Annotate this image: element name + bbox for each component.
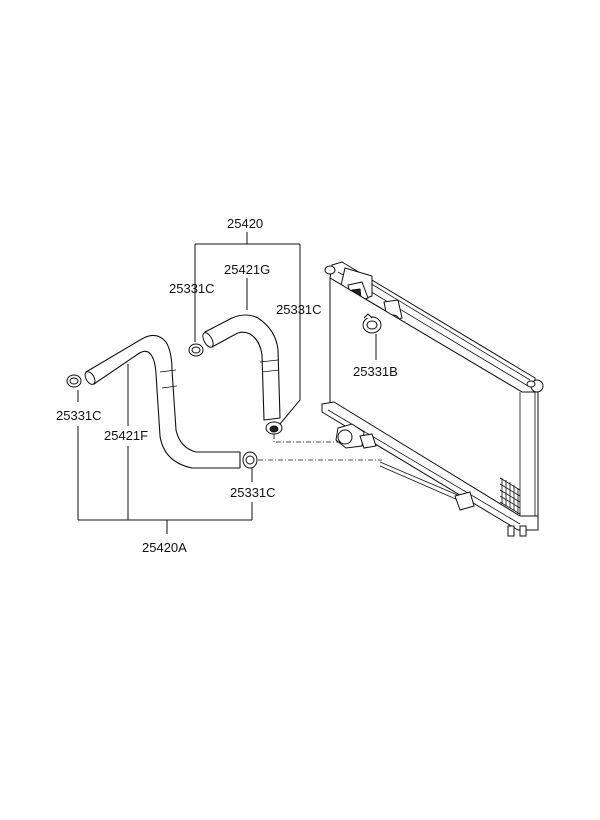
upper-hose-clamp-left[interactable]: [188, 343, 204, 357]
label-clamp-radiator: 25331B: [353, 364, 398, 379]
leader-clamp-upper-right-line: [279, 244, 301, 425]
label-hose-upper: 25421G: [224, 262, 270, 277]
connection-upper: [273, 434, 342, 443]
label-clamp-lower-left: 25331C: [56, 408, 102, 423]
radiator[interactable]: [321, 261, 544, 537]
lower-hose-clamp-right[interactable]: [242, 451, 258, 469]
label-clamp-upper-right: 25331C: [276, 302, 322, 317]
radiator-clamp[interactable]: [362, 313, 382, 334]
label-assy-upper: 25420: [227, 216, 263, 231]
label-clamp-lower-right: 25331C: [230, 485, 276, 500]
lower-hose-clamp-left[interactable]: [66, 374, 82, 388]
label-clamp-upper-left: 25331C: [169, 281, 215, 296]
upper-hose[interactable]: [201, 314, 281, 421]
label-assy-lower: 25420A: [142, 540, 187, 555]
lower-hose[interactable]: [83, 334, 241, 469]
label-hose-lower: 25421F: [104, 428, 148, 443]
upper-hose-clamp-right[interactable]: [265, 421, 283, 435]
